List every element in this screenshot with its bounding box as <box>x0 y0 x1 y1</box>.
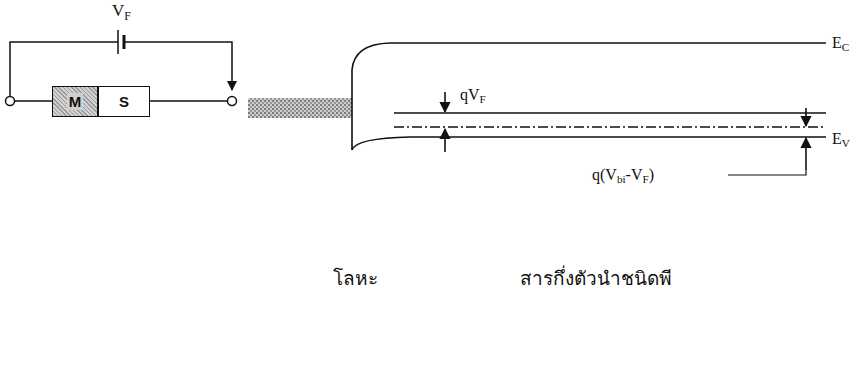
region-label: โลหะ <box>333 268 378 289</box>
terminal <box>6 97 15 106</box>
metal-region <box>248 98 352 118</box>
band-label: EC <box>832 34 849 54</box>
energy-label: qVF <box>460 86 486 106</box>
fermi-level-shifted <box>394 112 826 114</box>
conduction-band <box>352 43 826 150</box>
semiconductor-box: S <box>98 86 150 117</box>
voltage-label: VF <box>112 2 131 23</box>
band-label: EV <box>832 130 850 150</box>
energy-label: q(Vbi-VF) <box>590 166 656 186</box>
metal-box: M <box>52 86 98 117</box>
box-label: M <box>67 93 84 110</box>
band-lines <box>352 43 826 175</box>
box-label: S <box>117 93 131 110</box>
region-label: สารกึ่งตัวนำชนิดพี <box>520 268 672 289</box>
valence-band <box>352 137 826 150</box>
fermi-level <box>394 126 826 128</box>
terminal <box>228 97 237 106</box>
